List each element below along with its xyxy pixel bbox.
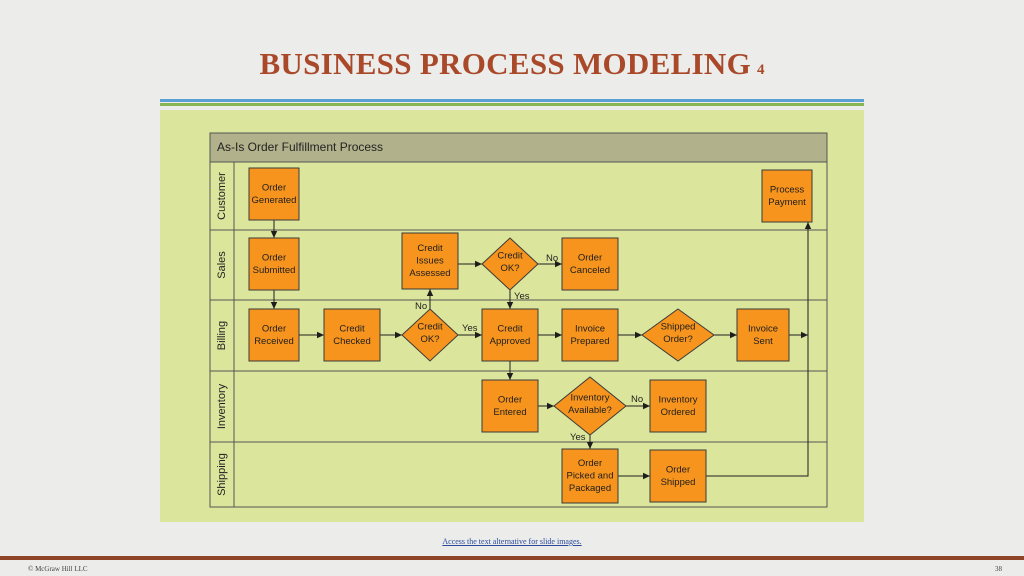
- node-label-order-entered: Order: [498, 394, 522, 405]
- slide-title: BUSINESS PROCESS MODELING 4: [0, 46, 1024, 82]
- node-shape-process-payment: [761, 169, 813, 223]
- node-label-order-shipped: Order: [666, 464, 690, 475]
- node-label-order-entered: Entered: [493, 407, 526, 418]
- page-number: 38: [995, 565, 1002, 573]
- node-shape-shipped-order: [641, 308, 715, 362]
- edge-label-inventory-yes: Yes: [570, 432, 586, 443]
- node-label-credit-ok-sales: OK?: [500, 263, 519, 274]
- lane-label-customer: Customer: [216, 172, 228, 220]
- node-label-order-received: Order: [262, 323, 286, 334]
- node-label-credit-checked: Checked: [333, 336, 371, 347]
- lane-label-shipping: Shipping: [216, 453, 228, 496]
- node-label-invoice-prepared: Prepared: [570, 336, 609, 347]
- node-label-order-submitted: Order: [262, 252, 286, 263]
- text-alternative-link[interactable]: Access the text alternative for slide im…: [442, 537, 582, 546]
- node-shape-credit-approved: [481, 308, 539, 362]
- edge-label-billing-no: No: [415, 301, 427, 312]
- node-shape-invoice-prepared: [561, 308, 619, 362]
- node-label-order-generated: Order: [262, 182, 286, 193]
- node-shape-order-canceled: [561, 237, 619, 291]
- node-shape-order-received: [248, 308, 300, 362]
- node-label-order-canceled: Order: [578, 252, 602, 263]
- node-label-credit-approved: Approved: [490, 336, 531, 347]
- node-label-credit-issues-assessed: Issues: [416, 256, 444, 267]
- node-shape-credit-ok-sales: [481, 237, 539, 291]
- node-label-credit-issues-assessed: Assessed: [409, 268, 450, 279]
- edge-label-sales-no: No: [546, 253, 558, 264]
- node-shape-invoice-sent: [736, 308, 790, 362]
- lanes-frame: [209, 161, 828, 508]
- node-label-order-picked-packaged: Order: [578, 458, 602, 469]
- node-label-invoice-sent: Invoice: [748, 323, 778, 334]
- edge-label-inventory-no: No: [631, 394, 643, 405]
- diagram-header-bar: [209, 132, 828, 163]
- node-label-process-payment: Process: [770, 184, 805, 195]
- node-label-order-picked-packaged: Picked and: [566, 471, 613, 482]
- process-diagram: As-Is Order Fulfillment Process Customer…: [209, 132, 828, 508]
- node-shape-credit-ok-billing: [401, 308, 459, 362]
- node-shape-inventory-available: [553, 376, 627, 436]
- lane-label-inventory: Inventory: [216, 383, 228, 429]
- node-label-credit-approved: Credit: [497, 323, 523, 334]
- node-shape-inventory-ordered: [649, 379, 707, 433]
- diagram-header: As-Is Order Fulfillment Process: [217, 140, 383, 154]
- edge-label-sales-yes: Yes: [514, 291, 530, 302]
- node-label-inventory-available: Available?: [568, 405, 612, 416]
- node-label-order-submitted: Submitted: [253, 265, 296, 276]
- node-label-credit-issues-assessed: Credit: [417, 243, 443, 254]
- node-label-shipped-order: Shipped: [661, 321, 696, 332]
- lane-label-sales: Sales: [216, 251, 228, 279]
- node-shape-order-shipped: [649, 449, 707, 503]
- node-shape-order-generated: [248, 167, 300, 221]
- node-shape-credit-checked: [323, 308, 381, 362]
- edge-shipped-to-payment: [706, 222, 812, 477]
- node-shape-order-submitted: [248, 237, 300, 291]
- node-label-order-received: Received: [254, 336, 294, 347]
- node-label-credit-ok-billing: OK?: [420, 334, 439, 345]
- title-rule-green: [160, 103, 864, 106]
- node-label-credit-ok-billing: Credit: [417, 321, 443, 332]
- node-label-process-payment: Payment: [768, 197, 806, 208]
- node-label-invoice-prepared: Invoice: [575, 323, 605, 334]
- node-shape-credit-issues-assessed: [401, 232, 459, 290]
- node-label-order-shipped: Shipped: [661, 477, 696, 488]
- node-label-inventory-ordered: Ordered: [661, 407, 696, 418]
- node-label-order-generated: Generated: [252, 195, 297, 206]
- node-shape-order-picked-packaged: [561, 448, 619, 504]
- node-label-inventory-available: Inventory: [570, 392, 609, 403]
- copyright-text: © McGraw Hill LLC: [28, 565, 88, 573]
- node-label-credit-ok-sales: Credit: [497, 250, 523, 261]
- node-label-invoice-sent: Sent: [753, 336, 773, 347]
- node-label-shipped-order: Order?: [663, 334, 693, 345]
- node-label-inventory-ordered: Inventory: [658, 394, 697, 405]
- slide-title-number: 4: [757, 62, 765, 78]
- title-rule-blue: [160, 99, 864, 102]
- node-shape-order-entered: [481, 379, 539, 433]
- lane-label-billing: Billing: [216, 321, 228, 350]
- node-label-credit-checked: Credit: [339, 323, 365, 334]
- node-label-order-canceled: Canceled: [570, 265, 610, 276]
- node-label-order-picked-packaged: Packaged: [569, 483, 611, 494]
- edge-label-billing-yes: Yes: [462, 323, 478, 334]
- slide-title-text: BUSINESS PROCESS MODELING: [259, 46, 752, 81]
- footer-bar: [0, 556, 1024, 560]
